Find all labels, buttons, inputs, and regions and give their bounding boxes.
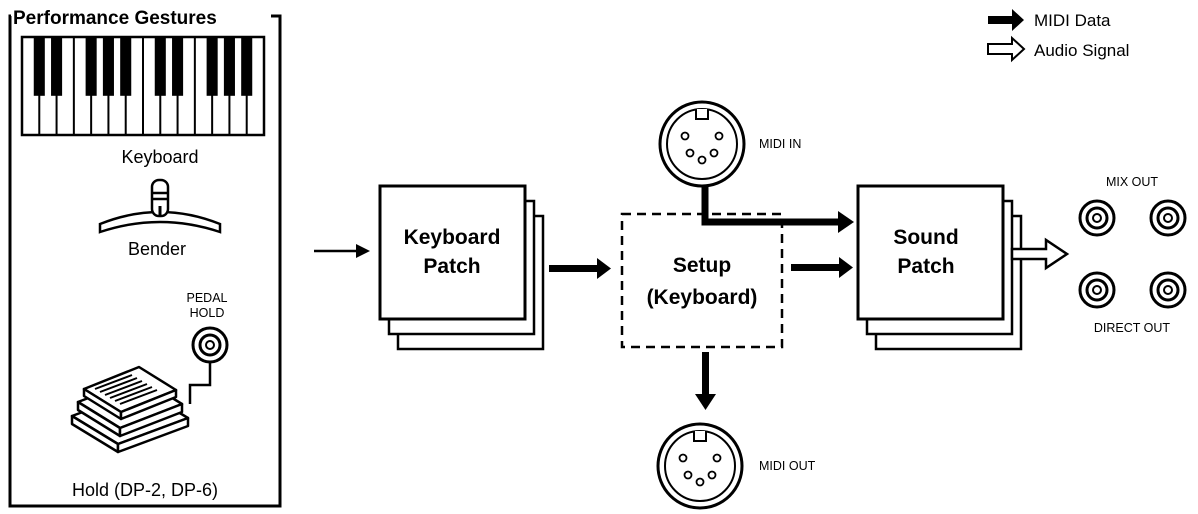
sound-patch-stack: Sound Patch — [856, 184, 1023, 351]
bender-label: Bender — [128, 239, 186, 259]
keyboard-icon — [20, 35, 266, 137]
gestures-panel-title: Performance Gestures — [13, 8, 217, 29]
direct-out-jack-right-icon — [1149, 271, 1187, 309]
gestures-panel-border — [8, 14, 282, 508]
keyboard-label: Keyboard — [121, 147, 198, 167]
midi-out-connector-icon — [656, 422, 744, 510]
setup-label-line1: Setup — [673, 254, 731, 277]
mix-out-jack-left-icon — [1078, 199, 1116, 237]
audio-signal-arrow-icon — [987, 35, 1026, 63]
legend: MIDI Data Audio Signal — [987, 9, 1129, 63]
keyboard-patch-label-line1: Keyboard — [404, 226, 501, 249]
black-key — [154, 37, 166, 96]
black-key — [85, 37, 97, 96]
black-key — [223, 37, 235, 96]
mix-out-label: MIX OUT — [1106, 175, 1158, 189]
setup-to-sound-patch-arrow — [791, 257, 853, 278]
bender-icon — [98, 178, 222, 234]
midi-in-label: MIDI IN — [759, 137, 801, 151]
black-key — [241, 37, 253, 96]
sound-patch-label-line2: Patch — [897, 255, 954, 278]
midi-in-connector-icon — [658, 100, 746, 188]
midi-out-label: MIDI OUT — [759, 459, 816, 473]
setup-to-midi-out-arrow — [695, 352, 716, 410]
pedal-hold-label-line2: HOLD — [190, 306, 225, 320]
setup-label-line2: (Keyboard) — [647, 286, 758, 309]
sound-patch-label-line1: Sound — [893, 226, 958, 249]
direct-out-label: DIRECT OUT — [1094, 321, 1171, 335]
black-key — [51, 37, 63, 96]
sound-patch-to-outputs-audio-arrow — [1010, 237, 1070, 271]
black-key — [172, 37, 184, 96]
pedal-hold-jack-icon — [191, 326, 229, 364]
keyboard-patch-label-line2: Patch — [423, 255, 480, 278]
black-key — [102, 37, 114, 96]
foot-pedal-icon — [70, 365, 190, 454]
gestures-to-keyboard-patch-arrow — [314, 244, 370, 258]
black-key — [206, 37, 218, 96]
pedal-cable — [188, 362, 212, 404]
black-key — [120, 37, 132, 96]
black-key — [33, 37, 45, 96]
midi-in-to-sound-patch-arrow — [701, 186, 854, 233]
direct-out-jack-left-icon — [1078, 271, 1116, 309]
pedal-hold-label-line1: PEDAL — [187, 291, 228, 305]
legend-audio-signal-label: Audio Signal — [1034, 41, 1129, 60]
mix-out-jack-right-icon — [1149, 199, 1187, 237]
hold-label: Hold (DP-2, DP-6) — [72, 480, 218, 500]
legend-midi-data-label: MIDI Data — [1034, 11, 1111, 30]
midi-data-arrow-icon — [988, 9, 1024, 31]
setup-box: Setup (Keyboard) — [620, 212, 784, 349]
keyboard-patch-stack: Keyboard Patch — [378, 184, 545, 351]
performance-gestures-panel: Performance Gestures Keyboard Bender PED… — [8, 8, 282, 508]
keyboard-patch-to-setup-arrow — [549, 258, 611, 279]
